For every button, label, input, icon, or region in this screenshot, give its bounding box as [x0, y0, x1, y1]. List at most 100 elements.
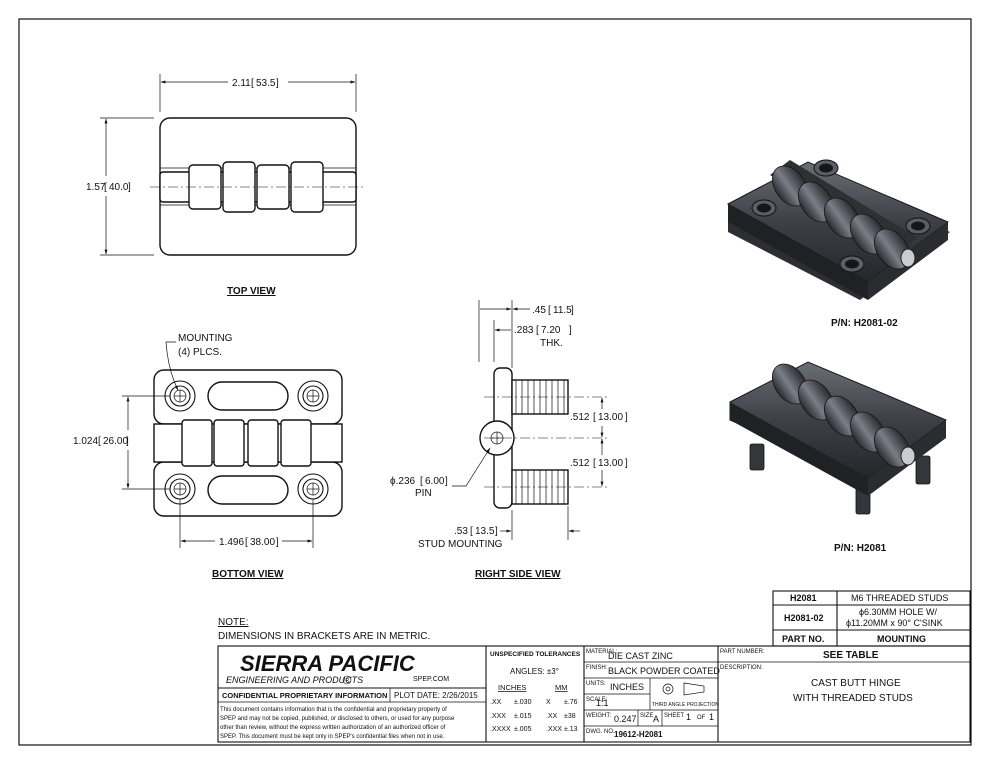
company-website: SPEP.COM: [413, 676, 449, 683]
bracket-close: ]: [445, 476, 448, 487]
render-h2081: P/N: H2081: [729, 361, 948, 554]
side-overall-dim: .45: [532, 305, 546, 316]
bottom-view-label: BOTTOM VIEW: [212, 569, 284, 580]
weight-label: WEIGHT:: [586, 713, 611, 719]
stud-len-dim: .53: [454, 526, 468, 537]
pin-label: PIN: [415, 488, 432, 499]
bracket-open: [: [593, 458, 596, 469]
dwg-label: DWG. NO.: [586, 729, 615, 735]
bottom-height-dim-mm: 26.00: [103, 436, 128, 447]
description-line1: CAST BUTT HINGE: [811, 678, 901, 689]
sheets-value: 1: [709, 712, 714, 722]
tol-mm-1: X: [546, 699, 551, 706]
stud-label: STUD MOUNTING: [418, 539, 503, 550]
company-subtitle: ENGINEERING AND PRODUCTS: [226, 675, 363, 685]
bracket-close: ]: [625, 412, 628, 423]
mounting-hole-tr: [297, 380, 329, 412]
bracket-close: ]: [128, 182, 131, 193]
side-thk-dim-mm: 7.20: [541, 325, 561, 336]
pn-h2081: P/N: H2081: [834, 543, 887, 554]
bracket-close: ]: [276, 537, 279, 548]
tol-in-tol-2: ±.015: [514, 713, 532, 720]
sheet-label: SHEET: [664, 713, 684, 719]
mounting-note-line2: (4) PLCS.: [178, 347, 222, 358]
finish-label: FINISH:: [586, 665, 608, 671]
scale-value: 1:1: [596, 698, 609, 708]
tol-mm-tol-2: ±38: [564, 713, 576, 720]
registered-mark: R: [346, 678, 350, 684]
third-angle-projection-icon: [662, 682, 705, 696]
bracket-open: [: [548, 305, 551, 316]
company-name: SIERRA PACIFIC: [240, 651, 416, 676]
dwg-number: 19612-H2081: [614, 730, 663, 739]
stud-spacing-2-dim-mm: 13.00: [598, 458, 623, 469]
bottom-view: MOUNTING (4) PLCS. 1.024 [ 26.00 ] 1.496…: [73, 333, 343, 580]
pn-h2081-02: P/N: H2081-02: [831, 318, 898, 329]
tol-mm-tol-3: ±.13: [564, 726, 578, 733]
stud-spacing-2-dim: .512: [570, 458, 590, 469]
stud-spacing-1-dim: .512: [570, 412, 590, 423]
pin-dia-dim-mm: 6.00: [425, 476, 445, 487]
top-width-dim: 2.11: [232, 78, 251, 89]
bracket-open: [: [470, 526, 473, 537]
projection-label: THIRD ANGLE PROJECTION: [652, 702, 719, 708]
confidential-heading: CONFIDENTIAL PROPRIETARY INFORMATION: [222, 691, 387, 700]
bracket-close: ]: [625, 458, 628, 469]
tol-in-tol-3: ±.005: [514, 726, 532, 733]
part-number-label: PART NUMBER:: [720, 649, 765, 655]
scale-label: SCALE:: [586, 697, 608, 703]
confidential-line-4: SPEP. This document must be kept only in…: [220, 734, 445, 740]
size-label: SIZE: [640, 713, 653, 719]
confidential-line-1: This document contains information that …: [220, 707, 447, 713]
top-height-dim: 1.57: [86, 182, 106, 193]
right-side-view: .45 [ 11.5 ] .283 [ 7.20 ] THK. .512 [ 1…: [390, 300, 628, 580]
bracket-close: ]: [276, 78, 279, 89]
sheet-border: [18, 18, 972, 746]
tol-in-tol-1: ±.030: [514, 699, 532, 706]
note-text: DIMENSIONS IN BRACKETS ARE IN METRIC.: [218, 631, 430, 642]
bracket-open: [: [593, 412, 596, 423]
confidential-line-2: SPEP and may not be copied, published, o…: [220, 716, 455, 722]
part-row1-part: H2081: [790, 593, 817, 603]
tolerances-heading: UNSPECIFIED TOLERANCES: [490, 651, 581, 658]
side-overall-dim-mm: 11.5: [553, 305, 572, 316]
tol-mm-tol-1: ±.76: [564, 699, 578, 706]
bottom-height-dim: 1.024: [73, 436, 98, 447]
bracket-close: ]: [571, 305, 574, 316]
part-table: H2081 M6 THREADED STUDS H2081-02 ϕ6.30MM…: [772, 590, 971, 647]
bracket-open: [: [98, 436, 101, 447]
part-table-header-mounting: MOUNTING: [877, 634, 926, 644]
mounting-note-line1: MOUNTING: [178, 333, 233, 344]
description-line2: WITH THREADED STUDS: [793, 693, 913, 704]
tol-mm-3: .XXX: [546, 726, 562, 733]
right-side-view-label: RIGHT SIDE VIEW: [475, 569, 561, 580]
render-h2081-02: P/N: H2081-02: [726, 159, 950, 329]
material-label: MATERIAL:: [586, 649, 618, 655]
part-row2-mounting2: ϕ11.20MM x 90° C'SINK: [846, 618, 943, 628]
description-label: DESCRIPTION:: [720, 665, 763, 671]
tolerance-inches-header: INCHES: [498, 683, 526, 692]
side-thk-label: THK.: [540, 338, 563, 349]
finish-value: BLACK POWDER COATED: [608, 666, 720, 676]
material-value: DIE CAST ZINC: [608, 651, 673, 661]
tol-in-2: .XXX: [490, 713, 506, 720]
bottom-width-dim-mm: 38.00: [250, 537, 275, 548]
units-label: UNITS:: [586, 681, 606, 687]
top-width-dim-mm: 53.5: [256, 78, 276, 89]
stud-len-dim-mm: 13.5: [475, 526, 495, 537]
top-view: 2.11 [ 53.5 ] 1.57 [ 40.0 ] TOP VIEW: [86, 74, 366, 297]
bracket-open: [: [245, 537, 248, 548]
pin-dia-dim: ϕ.236: [390, 476, 416, 487]
side-thk-dim: .283: [514, 325, 534, 336]
tol-mm-2: .XX: [546, 713, 558, 720]
note-title: NOTE:: [218, 617, 249, 628]
bottom-width-dim: 1.496: [219, 537, 244, 548]
bracket-open: [: [420, 476, 423, 487]
part-row1-mounting: M6 THREADED STUDS: [851, 593, 948, 603]
of-label: OF: [697, 715, 706, 721]
confidential-line-3: other than review, without the express w…: [220, 725, 446, 731]
plot-date: PLOT DATE: 2/26/2015: [394, 691, 478, 700]
bracket-close: ]: [569, 325, 572, 336]
bracket-open: [: [536, 325, 539, 336]
